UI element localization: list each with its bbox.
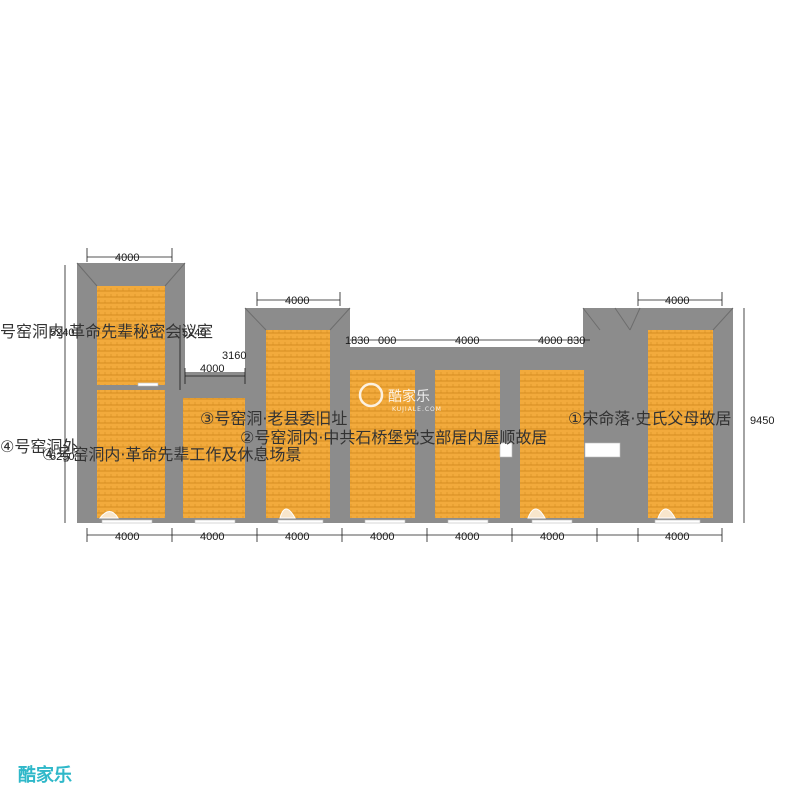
dim-top-room2: 4000 [115,252,139,264]
house-logo-icon [358,382,384,408]
dim-9450: 9450 [750,415,774,427]
dim-5240-right: 5240 [182,327,206,339]
doors [98,508,676,519]
dim-bottom-2: 4000 [200,531,224,543]
dim-bottom-4: 4000 [370,531,394,543]
dim-3160: 3160 [222,350,246,362]
dim-1830: 1830 [345,335,369,347]
dim-bottom-1: 4000 [115,531,139,543]
dim-top-room3: 4000 [285,295,309,307]
label-cave3: ③号窑洞·老县委旧址 [200,409,347,428]
label-cave2b: ②号窑洞内·中共石桥堡党支部居内屋顺故居 [240,428,547,447]
brand-logo: 酷家乐 [18,764,72,786]
dim-bottom-6: 4000 [540,531,564,543]
dim-bottom-3: 4000 [285,531,309,543]
floor-room-small [183,398,245,518]
floor-room-mid-b [435,370,500,518]
dim-small-room: 4000 [200,363,224,375]
watermark-sub: KUJIALE.COM [392,406,442,413]
floor-room-2-bottom [97,390,165,518]
floor-room-mid-c [520,370,584,518]
dim-top-room1: 4000 [665,295,689,307]
floors [97,286,713,518]
windows [101,382,701,524]
dim-top-mid: 4000 [455,335,479,347]
dim-000: 000 [378,335,396,347]
watermark-text: 酷家乐 [388,388,430,405]
floor-room-1 [648,330,713,518]
dim-830: 830 [567,335,585,347]
label-cave4b: ④号窑洞内·革命先辈工作及休息场景 [42,445,301,464]
dim-bottom-5: 4000 [455,531,479,543]
room-labels: 号窑洞内·革命先辈秘密会议室 ③号窑洞·老县委旧址 ②号窑洞内·中共石桥堡党支部… [0,322,731,464]
dimension-texts: 4000 4000 4000 4000 1830 000 4000 830 40… [50,252,774,543]
label-cave4a: ④号窑洞外 [0,437,78,456]
dimension-lines [64,248,745,542]
floor-room-2-top [97,286,165,385]
center-watermark: 酷家乐 KUJIALE.COM [358,382,442,413]
dim-6290: 6290 [50,451,74,463]
label-cave1: ①宋命落·史氏父母故居 [568,409,731,428]
label-cave2: 号窑洞内·革命先辈秘密会议室 [0,322,213,341]
dim-bottom-7: 4000 [665,531,689,543]
wall-joins [76,262,734,331]
floor-room-3 [266,330,330,518]
dim-right-4000: 4000 [538,335,562,347]
dim-5240-left: 5240 [50,327,74,339]
